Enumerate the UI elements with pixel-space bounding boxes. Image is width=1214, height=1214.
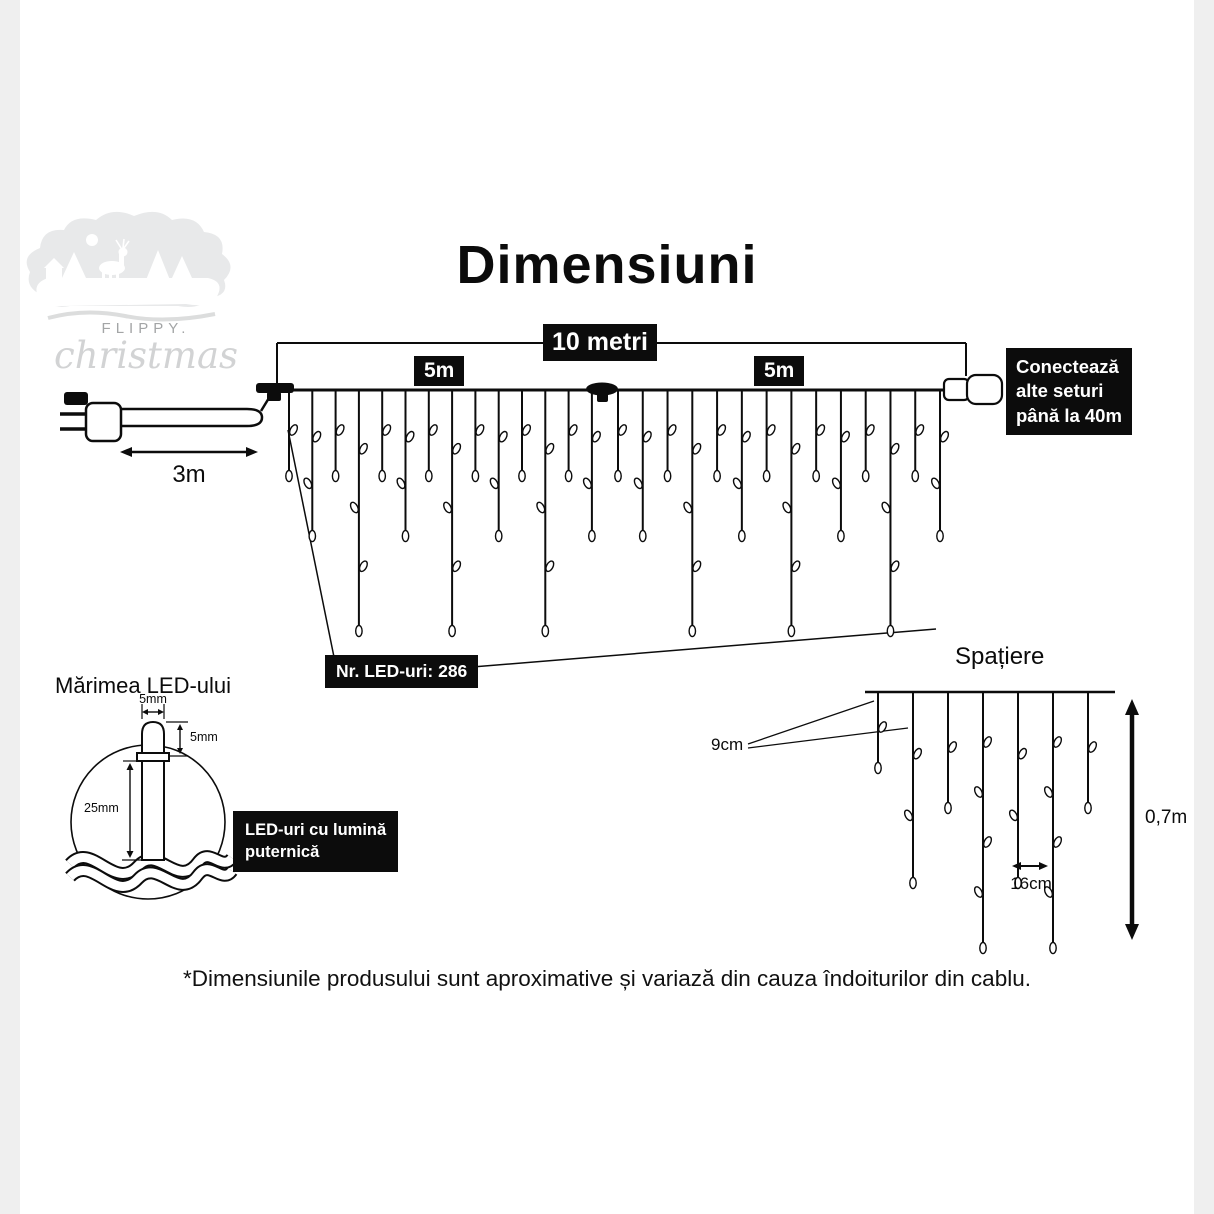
deer-icon [99, 238, 130, 285]
led-gap-label: 16cm [1010, 874, 1052, 893]
dimension-arrows [120, 447, 1139, 940]
right-half-length-badge: 5m [754, 356, 805, 386]
page-title: Dimensiuni [456, 235, 758, 295]
brand-logo: FLIPPY. christmas [26, 211, 238, 377]
logo-brand-script: christmas [54, 334, 238, 377]
total-length-badge: 10 metri [543, 324, 657, 361]
dimension-ticks [122, 704, 188, 861]
led-size-title: Mărimea LED-ului [55, 673, 232, 698]
drop-gap-label: 9cm [711, 735, 744, 754]
middle-connector [586, 382, 618, 396]
spacing-curtain-drops [874, 692, 1098, 955]
right-margin-strip [1194, 0, 1214, 1214]
bulb-width-label: 5mm [139, 692, 167, 706]
logo-brand-name: FLIPPY. [102, 320, 191, 337]
power-plug [60, 392, 274, 443]
led-bulb-drawing [136, 720, 170, 861]
extension-socket [942, 377, 971, 402]
main-curtain-drops [285, 390, 950, 638]
left-margin-strip [0, 0, 20, 1214]
curtain-height-label: 0,7m [1145, 807, 1188, 828]
led-count-badge: Nr. LED-uri: 286 [325, 655, 479, 688]
connector-note-line: până la 40m [1016, 404, 1122, 426]
left-end-connector [256, 383, 294, 393]
extension-plug [965, 373, 1004, 406]
led-size-diagram [65, 720, 238, 900]
tree-icons [62, 250, 192, 288]
connector-note-line: alte seturi [1016, 380, 1104, 402]
twisted-wire [65, 850, 238, 893]
footnote: *Dimensiunile produsului sunt aproximati… [183, 966, 1031, 991]
led-info-badge: LED-uri cu lumină puternică [233, 811, 399, 872]
connector-note-line: Conectează [1016, 356, 1119, 377]
lead-cable [121, 407, 264, 428]
left-half-length-badge: 5m [414, 356, 465, 386]
led-info-line: puternică [245, 843, 320, 862]
connector-note-badge: Conectează alte seturi până la 40m [1006, 348, 1132, 436]
bulb-height-label: 5mm [190, 730, 218, 744]
logo-snow-band [36, 278, 220, 307]
spacing-title: Spațiere [955, 643, 1045, 670]
lead-length-label: 3m [172, 461, 206, 488]
led-info-line: LED-uri cu lumină [245, 821, 387, 839]
body-height-label: 25mm [84, 801, 119, 815]
house-icon [44, 258, 64, 280]
logo-wave-underline [47, 310, 216, 322]
moon-icon [86, 234, 98, 246]
